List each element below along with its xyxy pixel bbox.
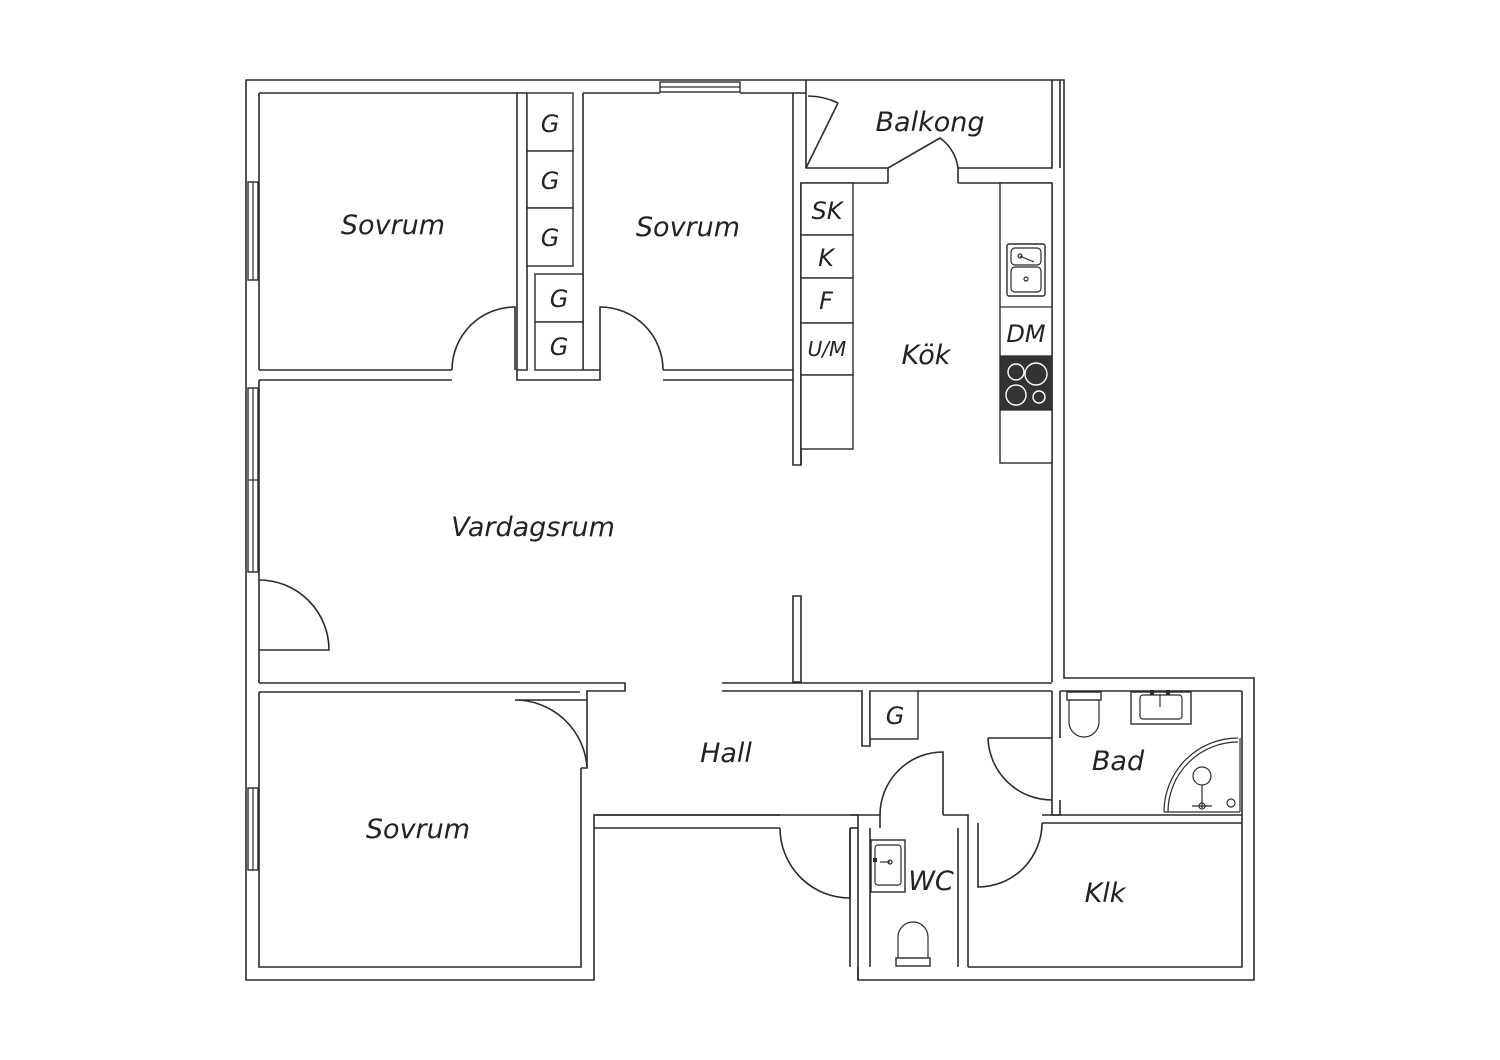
wc-toilet-icon [895,921,931,967]
wardrobe-label: G [550,285,569,313]
room-label-sovrum: Sovrum [366,814,470,845]
stove-icon [999,355,1053,411]
hall-wardrobe [869,690,919,740]
wardrobe-label: G [541,167,560,195]
washbasin-icon [1130,690,1192,725]
skafferi-label: SK [812,197,845,225]
wc-washbasin-icon [870,839,906,893]
window-top [659,81,741,93]
wardrobe-label: G [541,110,560,138]
shower-icon [1163,737,1241,813]
room-label-klk: Klk [1085,878,1127,909]
room-label-vardagsrum: Vardagsrum [451,512,615,543]
diskmaskin-label: DM [1006,320,1045,348]
ugn-micro-label: U/M [808,337,847,361]
room-label-bad: Bad [1092,746,1145,777]
room-label-hall: Hall [700,738,752,769]
hall-wardrobe-label: G [886,702,905,730]
room-label-sovrum: Sovrum [341,210,445,241]
doors [258,95,1053,899]
frys-label: F [819,287,834,315]
room-label-kok: Kök [902,340,952,371]
wardrobe-label: G [550,333,569,361]
wardrobe-label: G [541,224,560,252]
room-label-wc: WC [908,866,954,897]
window-left-3 [247,787,259,871]
window-left-1 [247,181,259,281]
kitchen-cabinets-left [800,182,854,450]
wardrobe-column [526,92,584,371]
room-label-balkong: Balkong [876,107,985,138]
kyl-label: K [818,244,836,272]
sink-icon [1006,243,1046,297]
window-left-2 [247,387,259,573]
toilet-icon [1066,691,1102,738]
room-label-sovrum: Sovrum [636,212,740,243]
kitchen-counter-right [999,182,1053,464]
